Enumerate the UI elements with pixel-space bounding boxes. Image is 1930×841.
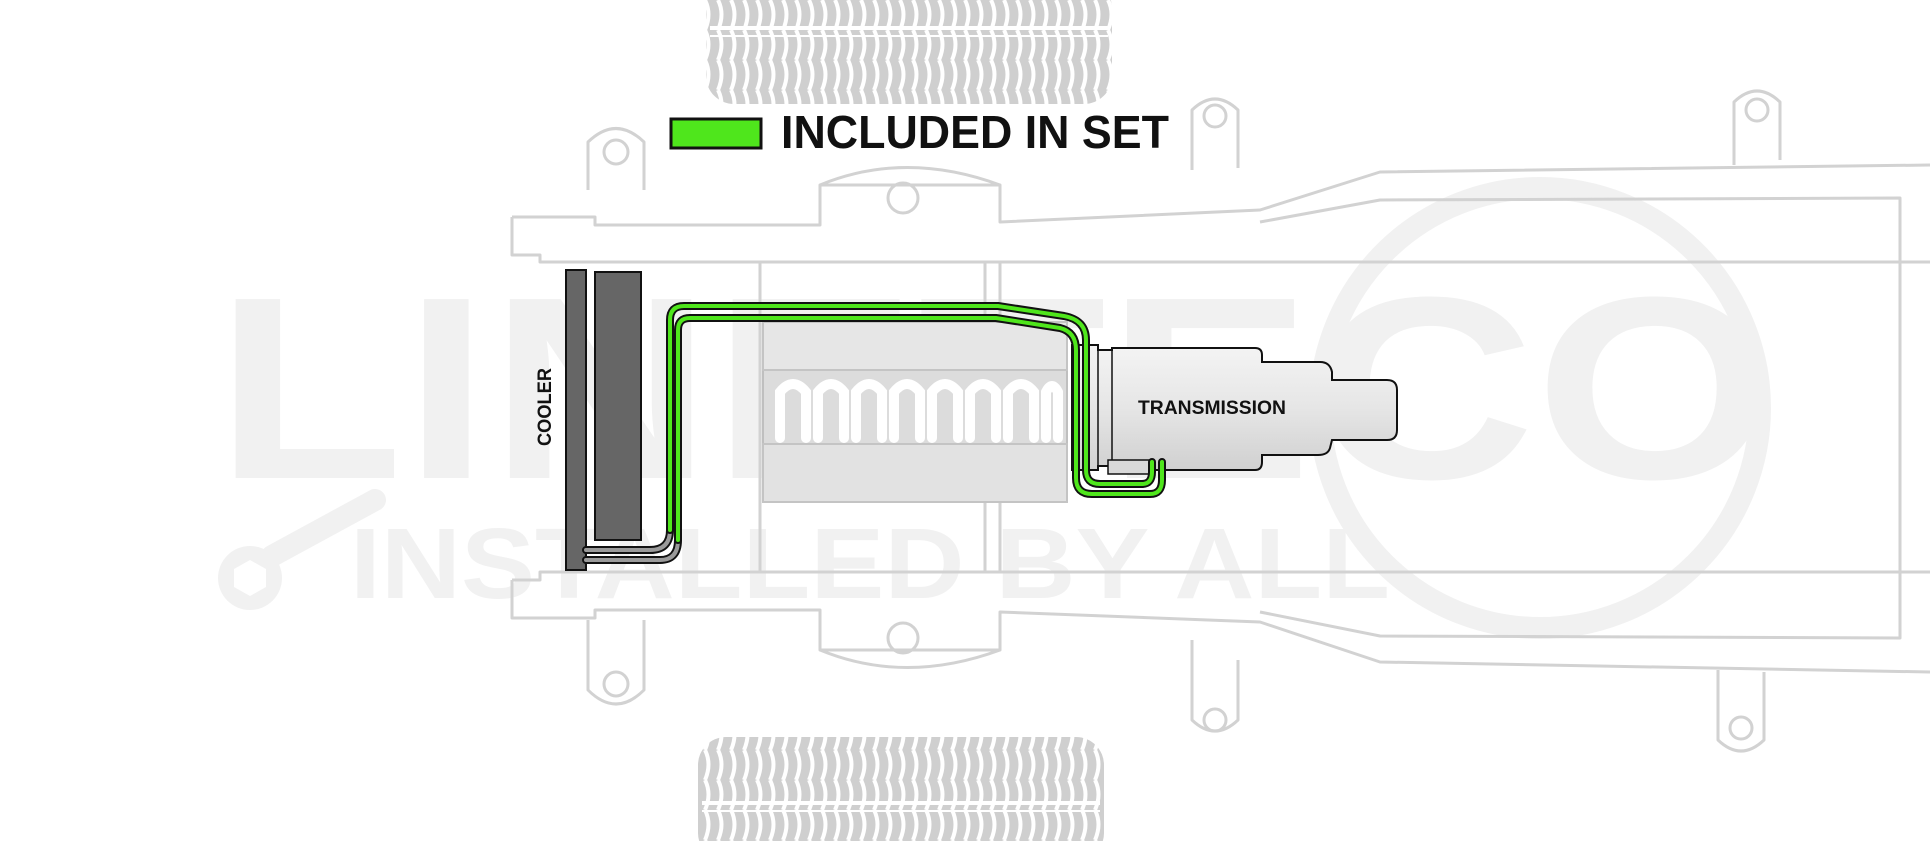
watermark-tagline: INSTALLED BY ALL	[350, 508, 1390, 620]
transmission: TRANSMISSION	[1071, 344, 1398, 475]
front-tire-top	[706, 0, 1112, 104]
transmission-label: TRANSMISSION	[1138, 398, 1286, 419]
cooler-lines	[582, 302, 1166, 564]
frame-rail-upper	[512, 163, 1930, 227]
chassis-frame	[510, 89, 1930, 753]
cooler-label: COOLER	[535, 368, 556, 446]
cooler-core	[594, 271, 642, 541]
transmission-body	[1071, 344, 1398, 471]
wrench-icon	[218, 489, 386, 610]
front-tire-bottom	[698, 737, 1104, 841]
engine-block	[762, 321, 1068, 503]
cooler-side-tank	[565, 269, 587, 571]
legend-label: INCLUDED IN SET	[781, 106, 1169, 158]
legend-swatch	[669, 117, 763, 150]
cooler: COOLER	[535, 269, 642, 571]
engine-cylinders	[775, 379, 1063, 443]
legend: INCLUDED IN SET	[669, 106, 1169, 158]
frame-rail-lower	[512, 570, 1930, 582]
